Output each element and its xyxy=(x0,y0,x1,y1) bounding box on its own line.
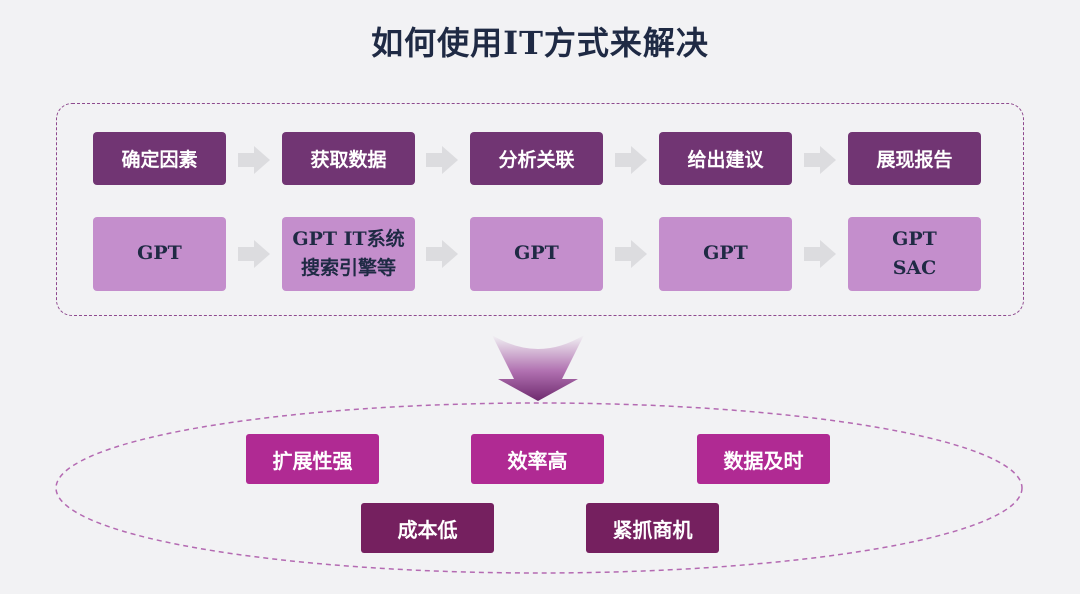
arrow-right-icon xyxy=(804,240,836,268)
tool-box-2: GPT IT系统 搜索引擎等 xyxy=(282,217,415,291)
step-box-4: 给出建议 xyxy=(659,132,792,185)
step-box-3: 分析关联 xyxy=(470,132,603,185)
benefit-badge: 数据及时 xyxy=(697,434,830,484)
benefit-badge: 扩展性强 xyxy=(246,434,379,484)
arrow-right-icon xyxy=(615,240,647,268)
tool-box-1: GPT xyxy=(93,217,226,291)
step-box-5: 展现报告 xyxy=(848,132,981,185)
page-title: 如何使用IT方式来解决 xyxy=(371,24,709,62)
arrow-right-icon xyxy=(426,240,458,268)
step-box-2: 获取数据 xyxy=(282,132,415,185)
arrow-down-icon xyxy=(492,335,584,401)
tool-box-4: GPT xyxy=(659,217,792,291)
arrow-right-icon xyxy=(615,146,647,174)
tool-box-3: GPT xyxy=(470,217,603,291)
benefit-badge: 紧抓商机 xyxy=(586,503,719,553)
step-box-1: 确定因素 xyxy=(93,132,226,185)
process-frame xyxy=(56,103,1024,316)
benefit-badge: 成本低 xyxy=(361,503,494,553)
arrow-right-icon xyxy=(238,146,270,174)
arrow-right-icon xyxy=(238,240,270,268)
tool-box-5: GPT SAC xyxy=(848,217,981,291)
arrow-right-icon xyxy=(426,146,458,174)
benefit-badge: 效率高 xyxy=(471,434,604,484)
arrow-right-icon xyxy=(804,146,836,174)
